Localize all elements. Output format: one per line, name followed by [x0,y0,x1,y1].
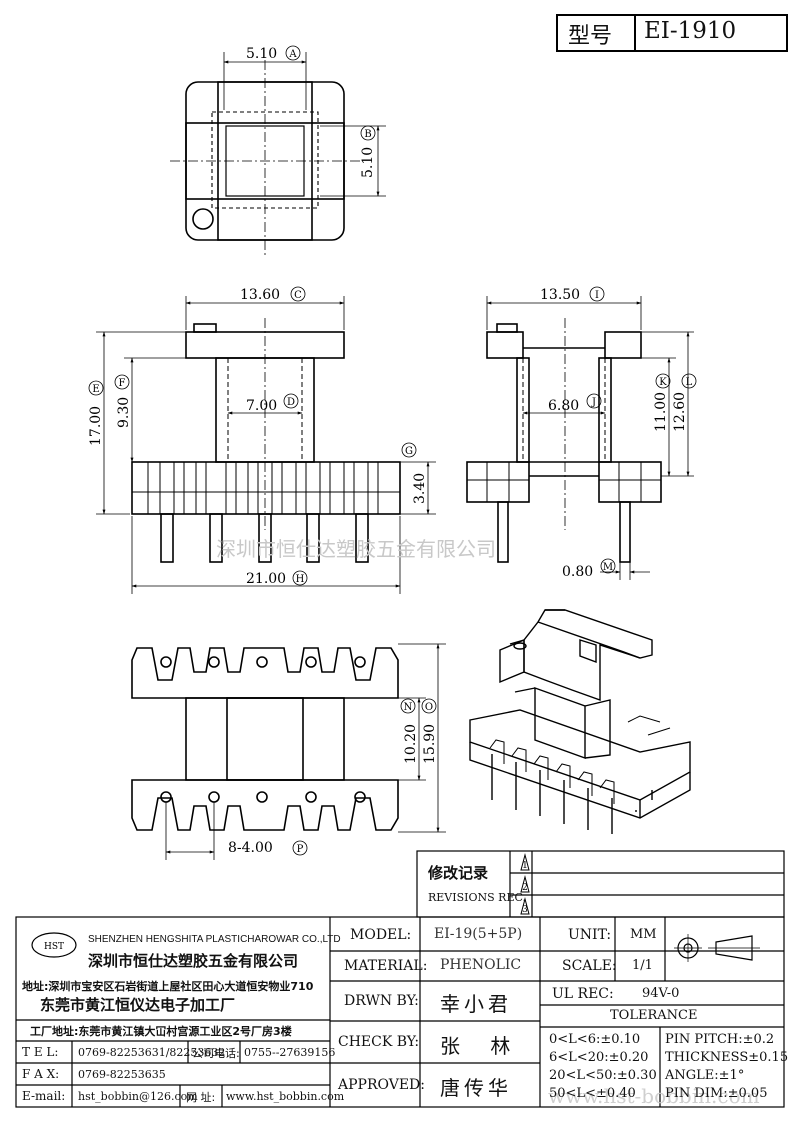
unit-label: UNIT: [568,927,612,943]
tolerance-3: 20<L<50:±0.30 [549,1068,657,1083]
factory-address: 工厂地址:东莞市黄江镇大冚村宫源工业区2号厂房3楼 [30,1025,292,1038]
phone-value: 0755--27639156 [244,1046,336,1059]
model-header [556,14,788,52]
dimension-labels: 5.10 5.10 13.60 7.00 17.00 9.30 3.40 21.… [88,46,688,856]
company-name-en: SHENZHEN HENGSHITA PLASTICHAROWAR CO.,LT… [88,934,341,945]
unit-value: MM [630,927,657,942]
company-name-cn: 深圳市恒仕达塑胶五金有限公司 [88,952,299,970]
svg-text:C: C [294,290,302,301]
fax-label: F A X: [22,1067,60,1081]
revisions-title-en: REVISIONS REC. [428,891,526,904]
revisions-title-cn: 修改记录 [428,864,489,882]
dim-n: 10.20 [403,724,419,764]
dim-j: 6.80 [548,398,579,414]
svg-text:I: I [595,290,599,301]
factory-name: 东莞市黄江恒仪达电子加工厂 [40,996,236,1014]
dim-d: 7.00 [246,398,277,414]
revision-mark-2: 2 [522,883,528,893]
web-label: 网 址: [186,1091,216,1104]
svg-text:L: L [686,377,693,388]
dim-c: 13.60 [240,287,280,303]
thickness: THICKNESS±0.15 [665,1050,789,1065]
tolerance-4: 50<L<±0.40 [549,1086,636,1101]
svg-text:H: H [296,574,305,585]
tolerance-1: 0<L<6:±0.10 [549,1032,641,1047]
company-logo [31,932,77,958]
svg-text:M: M [603,562,613,573]
svg-text:P: P [297,844,304,855]
front-view [96,296,436,594]
angle: ANGLE:±1° [665,1068,745,1083]
dim-e: 17.00 [88,406,104,446]
drawn-label: DRWN BY: [344,993,419,1009]
revision-mark-3: 3 [522,905,528,915]
approved-label: APPROVED: [338,1077,425,1093]
isometric-view [469,609,691,834]
ul-value: 94V-0 [642,986,680,1001]
model-header-divider [634,14,636,52]
dim-i: 13.50 [540,287,580,303]
pin-pitch: PIN PITCH:±0.2 [665,1032,775,1047]
approved-value: 唐传华 [440,1076,512,1100]
dimension-markers: A B C D E F G H I J K L M N O P [88,45,697,856]
dim-k: 11.00 [653,392,669,432]
side-view [466,296,694,580]
email-label: E-mail: [22,1089,66,1103]
email-value[interactable]: hst_bobbin@126.com [78,1090,198,1103]
dim-a: 5.10 [246,46,277,62]
scale-label: SCALE: [562,958,617,974]
dim-m: 0.80 [562,564,593,580]
phone-label: 公司电话: [192,1047,240,1060]
dim-h: 21.00 [246,571,286,587]
fax-value: 0769-82253635 [78,1068,166,1081]
material-value: PHENOLIC [440,957,522,973]
title-block [15,850,785,1108]
pin-dim: PIN DIM:±0.05 [665,1086,768,1101]
dim-f: 9.30 [116,397,132,428]
ul-label: UL REC: [552,986,614,1002]
svg-text:D: D [287,397,295,408]
watermark: 深圳市恒仕达塑胶五金有限公司 [216,537,496,561]
check-value: 张 林 [440,1034,511,1058]
tel-label: T E L: [22,1045,59,1059]
dim-b: 5.10 [360,147,376,178]
material-label: MATERIAL: [344,958,428,974]
bottom-view [131,643,446,860]
svg-text:B: B [364,129,371,140]
svg-text:F: F [119,378,126,389]
model-spec-value: EI-19(5+5P) [434,926,523,942]
bottom-watermark: www.hst-bobbin.com [548,1084,760,1108]
web-value[interactable]: www.hst_bobbin.com [226,1090,345,1103]
tel-value: 0769-82253631/82253632 [78,1046,226,1059]
model-label: 型号 [568,24,613,49]
drawn-value: 幸小君 [440,992,512,1016]
svg-text:G: G [405,446,413,457]
svg-text:N: N [404,702,413,713]
dim-g: 3.40 [412,473,428,504]
company-address: 地址:深圳市宝安区石岩街道上屋社区田心大道恒安物业710 [22,980,314,993]
dim-p: 8-4.00 [228,840,273,856]
top-view [170,52,386,255]
tolerance-title: TOLERANCE [610,1008,698,1023]
svg-text:E: E [92,384,99,395]
tolerance-2: 6<L<20:±0.20 [549,1050,649,1065]
revision-marks [520,853,530,915]
dim-o: 15.90 [422,724,438,764]
scale-value: 1/1 [632,958,653,973]
dim-l: 12.60 [672,392,688,432]
svg-text:J: J [591,397,596,408]
check-label: CHECK BY: [338,1034,420,1050]
svg-text:O: O [425,702,433,713]
revision-mark-1: 1 [522,861,528,871]
svg-text:K: K [659,377,667,388]
model-value: EI-1910 [644,18,737,44]
svg-text:A: A [288,49,297,60]
logo-text: HST [44,942,64,952]
model-spec-label: MODEL: [350,927,412,943]
